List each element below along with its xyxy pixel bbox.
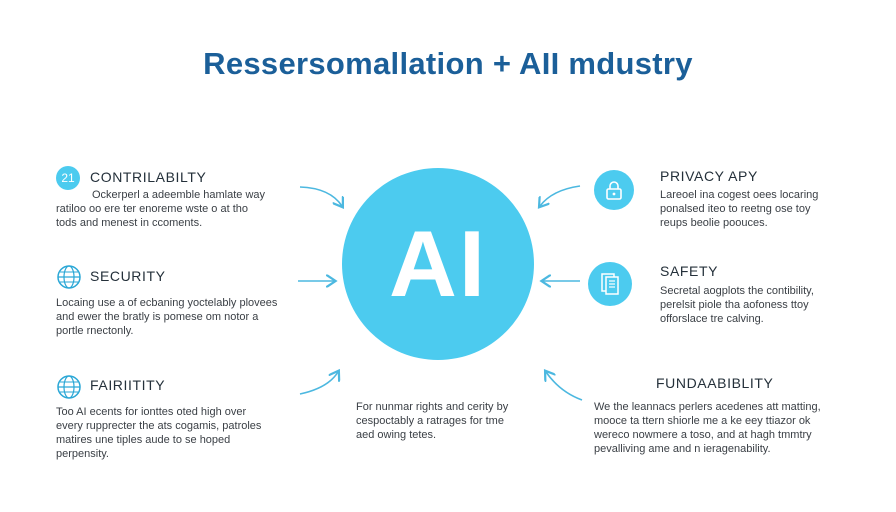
privacy-line-2: ponalsed iteo to reetng ose toy	[660, 203, 811, 215]
fairitity-line-2: every rupprecter the ats cogamis, patrol…	[56, 420, 262, 432]
center-note-line-2: cespoctably a ratrages for tme	[356, 415, 504, 427]
fundaability-line-2: mooce ta ttern shiorle me a ke eey ttiaz…	[594, 415, 811, 427]
safety-line-3: offorslace tre calving.	[660, 313, 764, 325]
fairitity-line-4: perpensity.	[56, 448, 109, 460]
contrilability-heading: CONTRILABILTY	[90, 169, 207, 185]
contrilability-line-1: Ockerperl a adeemble hamlate way	[92, 189, 266, 201]
document-icon	[588, 262, 632, 306]
safety-line-2: perelsit piole tha aofoness ttoy	[660, 299, 809, 311]
security-line-2: and ewer the bratly is pomese om notor a	[56, 311, 259, 323]
safety-line-1: Secretal aogplots the contibility,	[660, 285, 814, 297]
fundaability-text: We the leannacs perlers acedenes att mat…	[594, 400, 844, 456]
fundaability-line-4: pevalliving ame and n ieragenability.	[594, 443, 771, 455]
center-note-line-3: aed owing tetes.	[356, 429, 437, 441]
security-line-1: Locaing use a of ecbaning yoctelably plo…	[56, 297, 278, 309]
globe-icon	[56, 264, 82, 290]
security-text: Locaing use a of ecbaning yoctelably plo…	[56, 296, 296, 338]
ai-hub-circle: AI	[342, 168, 534, 360]
contrilability-line-3: tods and menest in ccoments.	[56, 217, 203, 229]
globe-icon	[56, 374, 82, 400]
safety-text: Secretal aogplots the contibility, perel…	[660, 284, 860, 326]
fundaability-heading: FUNDAABIBLITY	[656, 375, 774, 391]
fairitity-text: Too AI ecents for ionttes oted high over…	[56, 405, 296, 461]
contrilability-text: Ockerperl a adeemble hamlate way ratiloo…	[56, 188, 296, 230]
number-badge-label: 21	[61, 171, 75, 185]
privacy-line-1: Lareoel ina cogest oees locaring	[660, 189, 819, 201]
fairitity-heading: FAIRIITITY	[90, 377, 166, 393]
contrilability-line-2: ratiloo oo ere ter enoreme wste o at tho	[56, 203, 248, 215]
privacy-text: Lareoel ina cogest oees locaring ponalse…	[660, 188, 860, 230]
ai-hub-label: AI	[389, 211, 487, 316]
fairitity-line-3: matires une tiples aude to se hoped	[56, 434, 231, 446]
privacy-line-3: reups beolie poouces.	[660, 217, 768, 229]
center-note-line-1: For nunmar rights and cerity by	[356, 401, 509, 413]
safety-heading: SAFETY	[660, 263, 719, 279]
fundaability-line-3: wereco nowmere a toso, and at hagh tmmtr…	[594, 429, 812, 441]
padlock-icon	[594, 170, 634, 210]
security-heading: SECURITY	[90, 268, 166, 284]
arrow-contrilability	[299, 186, 342, 206]
arrow-privacy	[540, 185, 581, 206]
privacy-heading: PRIVACY APY	[660, 168, 758, 184]
number-badge-icon: 21	[56, 166, 80, 190]
center-note-text: For nunmar rights and cerity by cespocta…	[356, 400, 536, 442]
fundaability-line-1: We the leannacs perlers acedenes att mat…	[594, 401, 821, 413]
arrow-fairitity	[299, 372, 338, 395]
fairitity-line-1: Too AI ecents for ionttes oted high over	[56, 406, 247, 418]
security-line-3: portle rnectonly.	[56, 325, 134, 337]
arrow-fundaability	[546, 372, 583, 401]
diagram-title: Ressersomallation + AII mdustry	[203, 46, 693, 81]
